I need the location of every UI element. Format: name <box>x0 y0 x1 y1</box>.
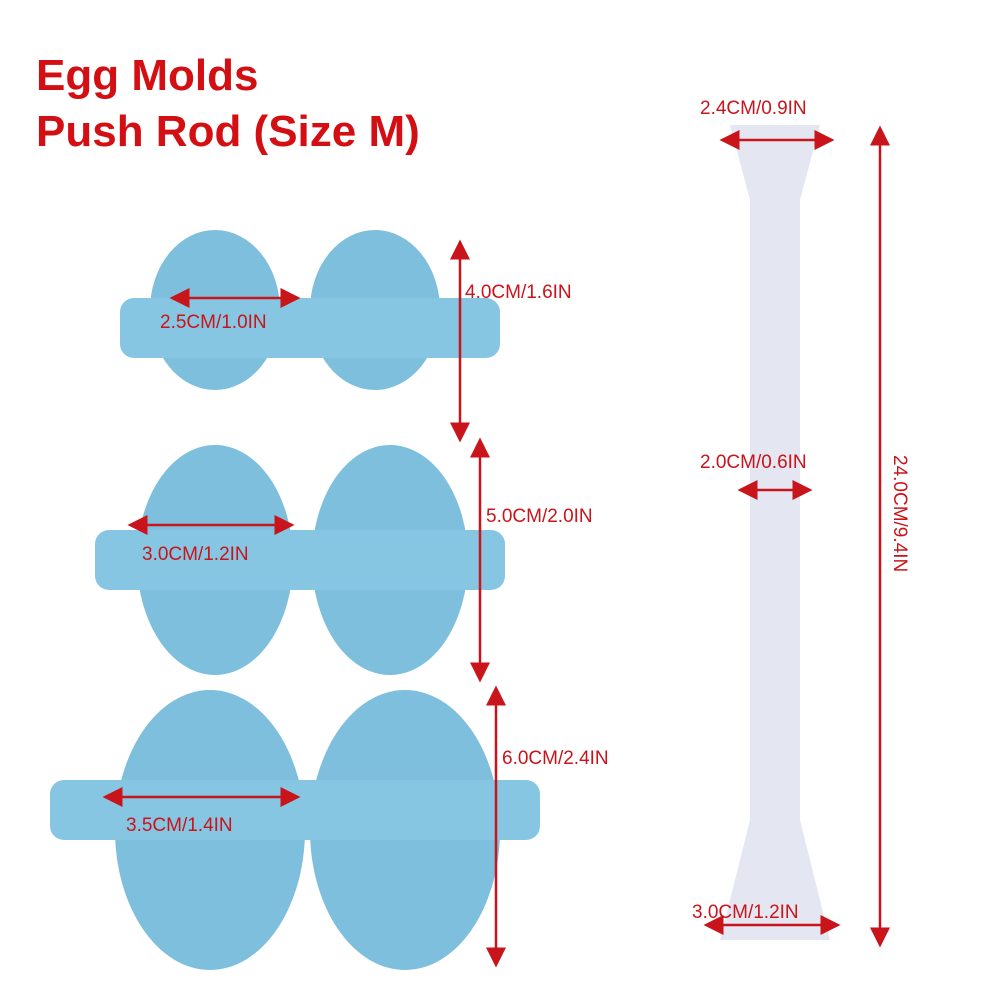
mold-large-height: 6.0CM/2.4IN <box>502 748 609 769</box>
egg-mold-medium <box>95 445 505 675</box>
rod-length: 24.0CM/9.4IN <box>889 455 910 573</box>
egg-mold-small <box>120 230 500 390</box>
mold-large-width: 3.5CM/1.4IN <box>126 815 233 836</box>
rod-bottom-width: 3.0CM/1.2IN <box>692 902 799 923</box>
rod-top-width: 2.4CM/0.9IN <box>700 98 807 119</box>
mold-small-height: 4.0CM/1.6IN <box>465 282 572 303</box>
title-line-2: Push Rod (Size M) <box>36 107 420 156</box>
egg-mold-large <box>50 690 540 970</box>
rod-middle-width: 2.0CM/0.6IN <box>700 452 807 473</box>
mold-small-width: 2.5CM/1.0IN <box>160 312 267 333</box>
title-line-1: Egg Molds <box>36 51 259 100</box>
mold-medium-height: 5.0CM/2.0IN <box>486 506 593 527</box>
mold-medium-width: 3.0CM/1.2IN <box>142 544 249 565</box>
product-title: Egg Molds Push Rod (Size M) <box>36 48 420 160</box>
push-rod <box>720 125 830 940</box>
